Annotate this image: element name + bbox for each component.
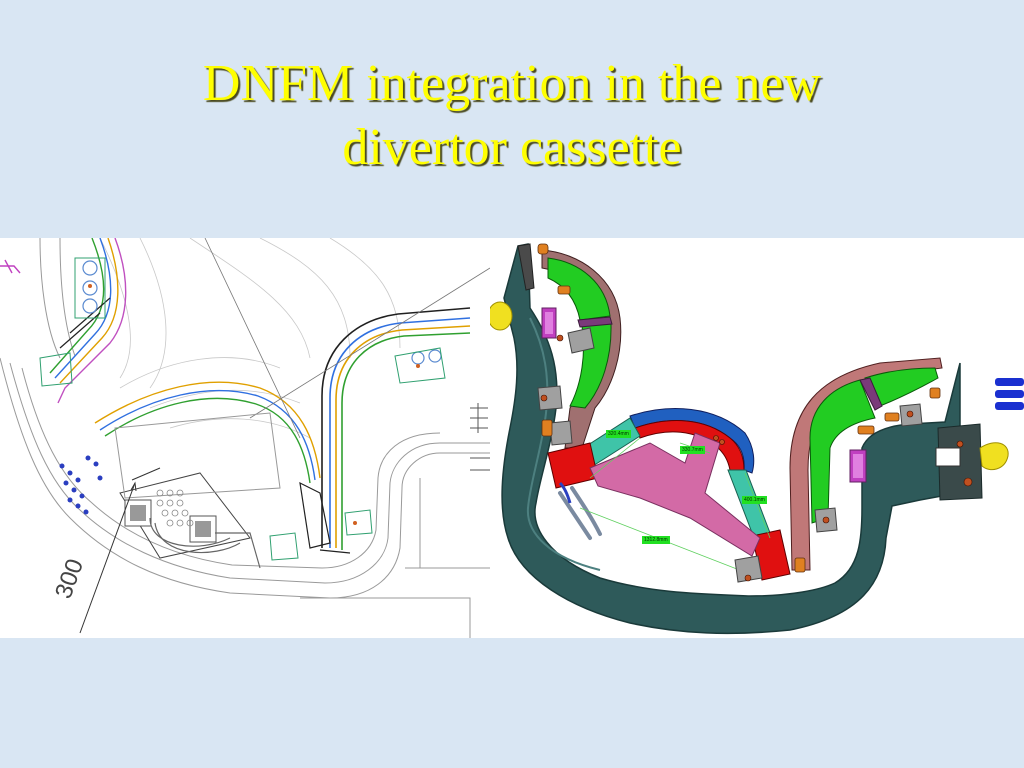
figures-panel: 300: [0, 238, 1024, 638]
title-line-2: divertor cassette: [342, 119, 682, 176]
slide-title: DNFM integration in the new divertor cas…: [0, 52, 1024, 180]
title-line-1: DNFM integration in the new: [202, 55, 822, 112]
cad-line-drawing-svg: [0, 238, 490, 638]
cad-line-drawing: 300: [0, 238, 490, 638]
cassette-3d-model-svg: [490, 243, 1024, 635]
dome-support: [589, 432, 761, 557]
measure-label-1: 320.4mm: [606, 430, 631, 438]
measure-label-2: 330.7mm: [680, 446, 705, 454]
cassette-body: [501, 243, 961, 635]
measure-label-4: 1312.8mm: [642, 536, 670, 544]
cassette-3d-model: 320.4mm 330.7mm 400.1mm 1312.8mm: [490, 238, 1024, 638]
measure-label-3: 400.1mm: [742, 496, 767, 504]
